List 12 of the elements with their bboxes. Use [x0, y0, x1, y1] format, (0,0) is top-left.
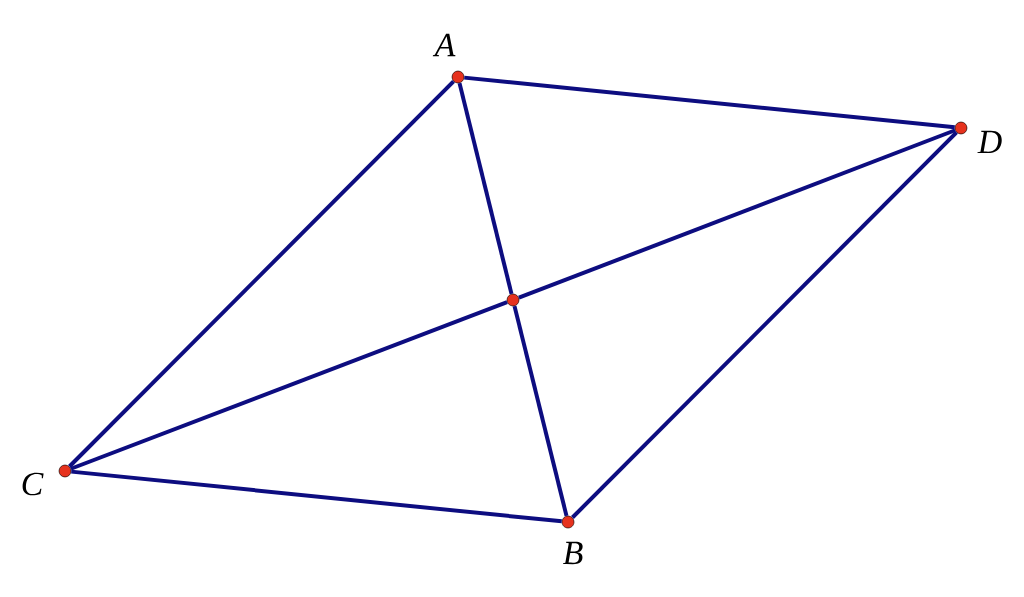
line-segment [464, 75, 955, 130]
line-segment [518, 128, 956, 300]
point-label: D [977, 130, 1002, 154]
line-segment [71, 469, 562, 524]
line-segment [457, 82, 514, 295]
line-segment [571, 131, 958, 519]
point-label: A [432, 33, 456, 57]
point-label: C [22, 472, 44, 496]
line-segment [68, 80, 455, 468]
line-segment [70, 300, 508, 471]
line-segment [512, 305, 569, 517]
point-label: B [562, 541, 583, 565]
